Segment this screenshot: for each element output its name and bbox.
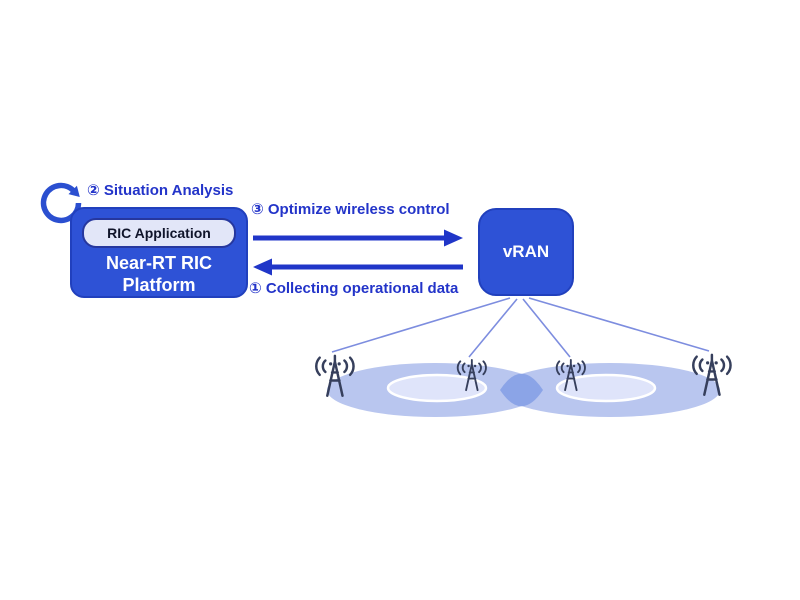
arrow-left-icon xyxy=(253,258,463,276)
connection-line xyxy=(331,297,511,353)
antenna-icon xyxy=(315,354,355,397)
coverage-overlap xyxy=(500,373,543,407)
connection-line xyxy=(468,298,518,358)
situation-analysis-label: ② Situation Analysis xyxy=(87,182,234,199)
antenna-icon xyxy=(692,353,732,396)
near-rt-ric-platform-box: RIC Application Near-RT RIC Platform xyxy=(70,207,248,298)
platform-title-line2: Platform xyxy=(122,275,196,295)
ric-application-label: RIC Application xyxy=(107,225,211,241)
inner-cell-right xyxy=(555,373,657,403)
arrow-right-icon xyxy=(253,229,463,247)
ric-application-box: RIC Application xyxy=(82,218,236,248)
collecting-operational-data-label: ① Collecting operational data xyxy=(249,280,459,297)
connection-line xyxy=(528,297,710,352)
platform-title-line1: Near-RT RIC xyxy=(105,253,212,273)
vran-label: vRAN xyxy=(502,242,550,261)
optimize-wireless-control-label: ③ Optimize wireless control xyxy=(251,201,450,218)
antenna-icon xyxy=(456,358,487,392)
vran-box: vRAN xyxy=(478,208,574,296)
connection-line xyxy=(522,298,571,358)
near-rt-ric-platform-title: Near-RT RIC Platform xyxy=(72,252,246,296)
inner-cell-left xyxy=(386,373,488,403)
coverage-cells xyxy=(327,363,720,417)
antenna-icon xyxy=(555,358,586,392)
vran-connection-lines xyxy=(331,297,710,358)
